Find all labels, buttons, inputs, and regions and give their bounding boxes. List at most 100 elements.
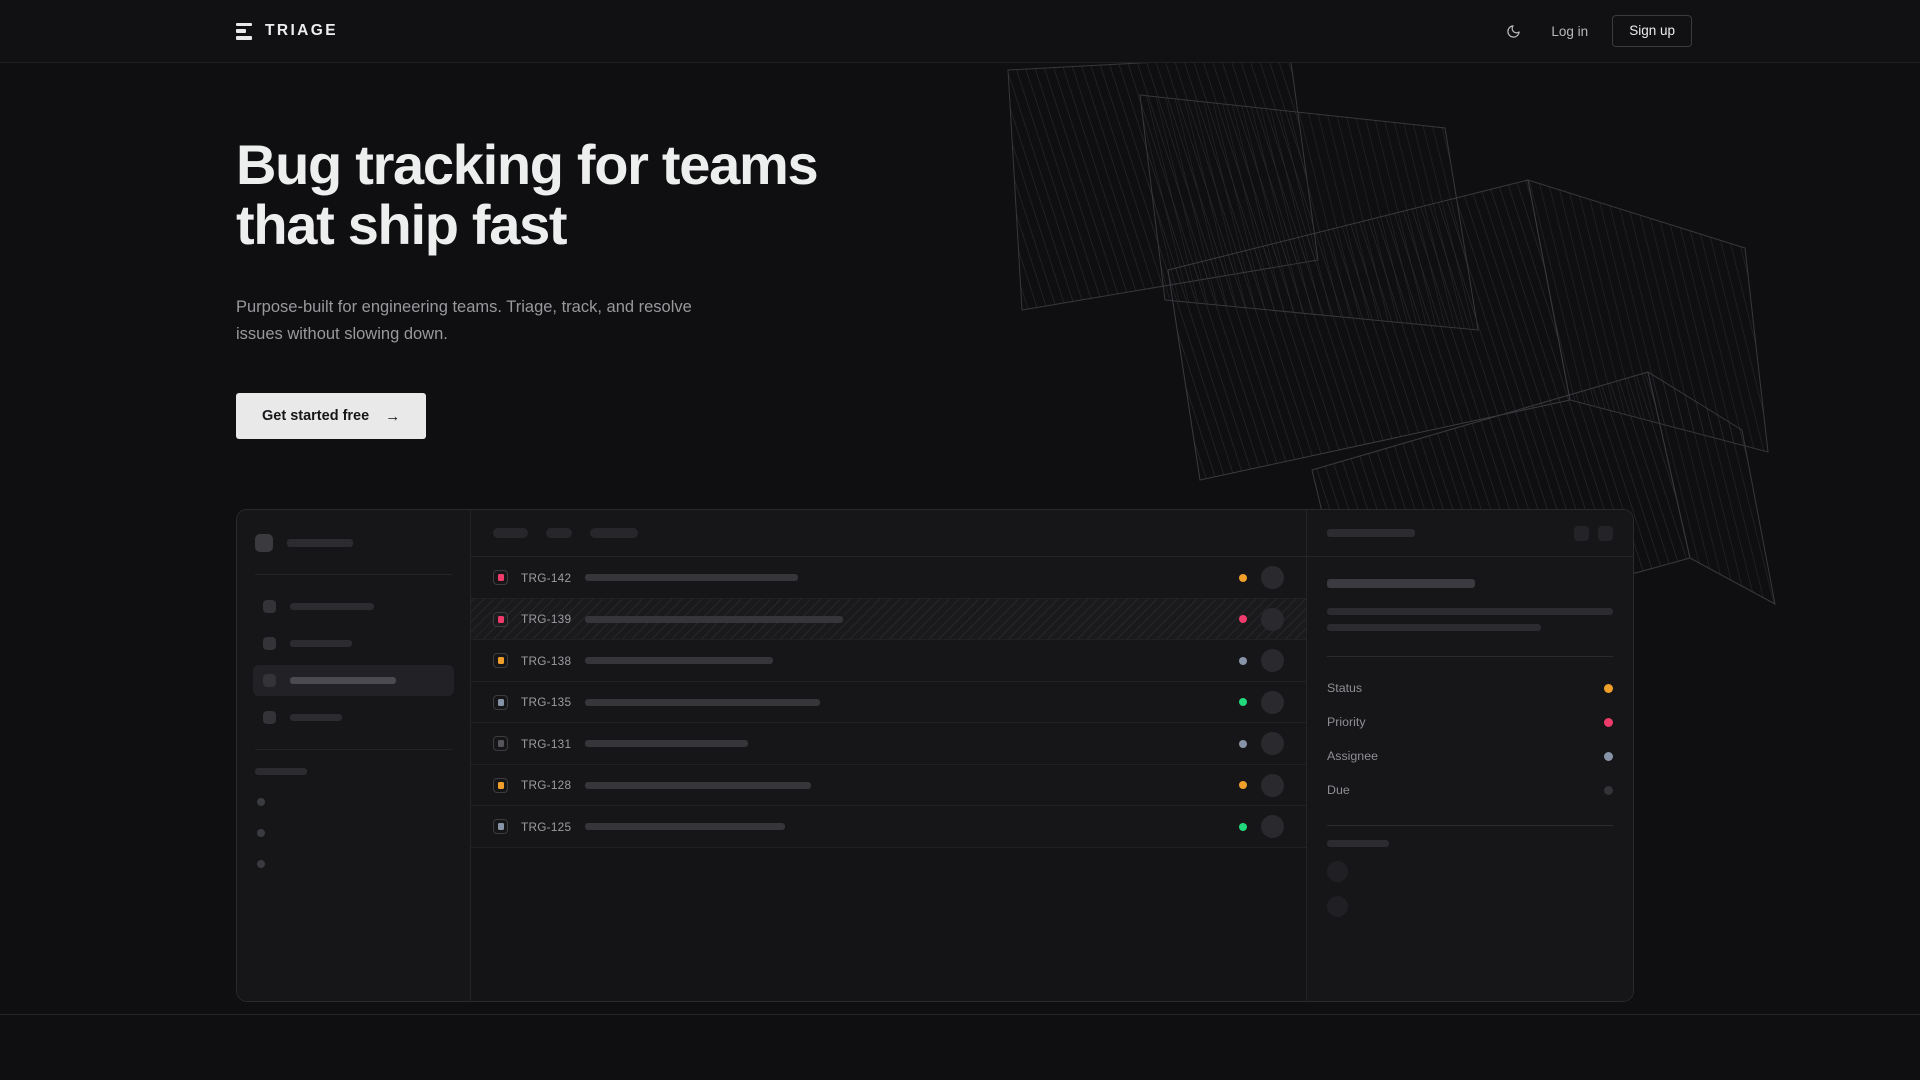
issue-row[interactable]: TRG-125 bbox=[471, 806, 1306, 848]
issue-id: TRG-128 bbox=[521, 778, 572, 793]
issue-title-skeleton bbox=[585, 740, 748, 748]
headline-line-1: Bug tracking for teams bbox=[236, 133, 819, 196]
sidebar-sub-item-2[interactable] bbox=[257, 829, 265, 838]
issue-row[interactable]: TRG-139 bbox=[471, 598, 1306, 641]
detail-meta-row[interactable]: Due bbox=[1327, 773, 1613, 807]
detail-meta-value-dot bbox=[1604, 751, 1613, 761]
brand-name: TRIAGE bbox=[265, 22, 338, 39]
sidebar-item-1[interactable] bbox=[253, 591, 454, 622]
detail-meta-row[interactable]: Status bbox=[1327, 671, 1613, 705]
issue-assignee-avatar[interactable] bbox=[1261, 815, 1284, 839]
issue-assignee-avatar[interactable] bbox=[1261, 773, 1284, 797]
filter-chip-1[interactable] bbox=[493, 528, 528, 539]
detail-title-skeleton bbox=[1327, 579, 1475, 589]
detail-meta-value-dot bbox=[1604, 683, 1613, 693]
detail-action-button-2[interactable] bbox=[1598, 525, 1613, 541]
hero-subhead: Purpose-built for engineering teams. Tri… bbox=[236, 297, 692, 344]
sidebar-item-icon bbox=[263, 600, 276, 614]
sidebar-sub-item-1[interactable] bbox=[257, 798, 265, 807]
issue-id: TRG-135 bbox=[521, 695, 572, 710]
detail-meta-value-dot bbox=[1604, 785, 1613, 795]
get-started-button[interactable]: Get started free → bbox=[236, 393, 427, 440]
issue-id: TRG-131 bbox=[521, 736, 572, 751]
sidebar-item-icon bbox=[263, 637, 276, 651]
workspace-switcher[interactable] bbox=[253, 528, 454, 558]
issue-title-skeleton bbox=[585, 657, 773, 665]
sidebar-item-label-skeleton bbox=[290, 603, 374, 611]
issue-status-dot[interactable] bbox=[1239, 656, 1247, 665]
issue-status-dot[interactable] bbox=[1239, 573, 1247, 582]
filter-chip-2[interactable] bbox=[546, 528, 572, 539]
sidebar-item-4[interactable] bbox=[253, 702, 454, 733]
issue-id: TRG-125 bbox=[521, 819, 572, 834]
top-navbar: TRIAGE Log in Sign up bbox=[0, 0, 1920, 63]
issue-status-dot[interactable] bbox=[1239, 781, 1247, 790]
issue-assignee-avatar[interactable] bbox=[1261, 649, 1284, 673]
filter-chip-3[interactable] bbox=[590, 528, 638, 539]
sidebar-sub-item-3[interactable] bbox=[257, 860, 265, 869]
issue-row[interactable]: TRG-138 bbox=[471, 640, 1306, 682]
issue-id: TRG-142 bbox=[521, 570, 572, 585]
detail-action-button-1[interactable] bbox=[1574, 525, 1589, 541]
issue-row-meta bbox=[1239, 649, 1284, 673]
issue-type-badge bbox=[493, 653, 508, 669]
issue-status-dot[interactable] bbox=[1239, 698, 1247, 707]
issue-row[interactable]: TRG-128 bbox=[471, 764, 1306, 807]
issue-status-dot[interactable] bbox=[1239, 739, 1247, 748]
sidebar-divider-top bbox=[255, 574, 452, 576]
sidebar-item-3-active[interactable] bbox=[253, 665, 454, 697]
detail-meta-label: Status bbox=[1327, 681, 1363, 696]
issue-row[interactable]: TRG-135 bbox=[471, 681, 1306, 724]
issue-row-meta bbox=[1239, 773, 1284, 797]
sidebar-item-2[interactable] bbox=[253, 628, 454, 659]
sidebar-item-icon bbox=[263, 674, 276, 688]
detail-header-actions bbox=[1574, 525, 1613, 541]
detail-meta-row[interactable]: Assignee bbox=[1327, 739, 1613, 773]
issue-id: TRG-139 bbox=[521, 612, 572, 627]
issue-row-meta bbox=[1239, 566, 1284, 590]
issue-row[interactable]: TRG-142 bbox=[471, 557, 1306, 599]
issue-list-toolbar bbox=[471, 510, 1306, 558]
sidebar-item-icon bbox=[263, 711, 276, 725]
detail-activity-avatar-1[interactable] bbox=[1327, 861, 1348, 883]
issue-type-badge bbox=[493, 570, 508, 586]
issue-row-meta bbox=[1239, 607, 1284, 631]
page-bottom-divider bbox=[0, 1014, 1920, 1015]
issue-type-badge bbox=[493, 611, 508, 627]
detail-activity-avatar-2[interactable] bbox=[1327, 896, 1348, 918]
moon-icon[interactable] bbox=[1499, 17, 1527, 45]
detail-meta-row[interactable]: Priority bbox=[1327, 705, 1613, 739]
issue-status-dot[interactable] bbox=[1239, 822, 1247, 831]
issue-assignee-avatar[interactable] bbox=[1261, 732, 1284, 756]
hero-section: Bug tracking for teams that ship fast Pu… bbox=[0, 63, 1920, 440]
detail-desc-line-1 bbox=[1327, 608, 1613, 616]
sidebar-section-label-skeleton bbox=[255, 768, 307, 776]
issue-assignee-avatar[interactable] bbox=[1261, 690, 1284, 714]
cta-label: Get started free bbox=[262, 408, 370, 425]
login-link[interactable]: Log in bbox=[1551, 23, 1589, 39]
issue-assignee-avatar[interactable] bbox=[1261, 607, 1284, 631]
sidebar-item-label-skeleton bbox=[290, 677, 396, 685]
workspace-avatar bbox=[255, 534, 273, 553]
brand-logo[interactable]: TRIAGE bbox=[236, 22, 338, 40]
sidebar-nav-list bbox=[253, 591, 454, 733]
detail-header-skeleton bbox=[1327, 529, 1415, 538]
page-title: Bug tracking for teams that ship fast bbox=[236, 133, 876, 256]
issue-status-dot[interactable] bbox=[1239, 615, 1247, 624]
issue-title-skeleton bbox=[585, 615, 843, 623]
issue-title-skeleton bbox=[585, 823, 785, 831]
issue-row[interactable]: TRG-131 bbox=[471, 723, 1306, 765]
issue-type-badge bbox=[493, 736, 508, 752]
sidebar-item-label-skeleton bbox=[290, 714, 342, 722]
signup-button[interactable]: Sign up bbox=[1612, 15, 1692, 47]
issue-list-empty-space bbox=[471, 847, 1306, 1002]
issue-assignee-avatar[interactable] bbox=[1261, 566, 1284, 590]
detail-meta-label: Assignee bbox=[1327, 749, 1378, 764]
navbar-actions: Log in Sign up bbox=[1499, 15, 1692, 47]
mockup-sidebar bbox=[237, 510, 471, 1002]
